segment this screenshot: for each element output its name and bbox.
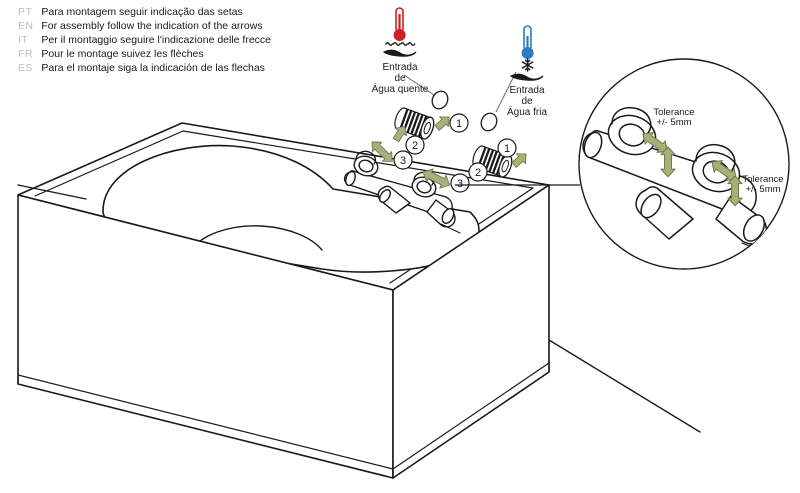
step-number: 1 [504, 143, 510, 155]
svg-text:Água quente: Água quente [372, 82, 429, 95]
cold-inlet-leader [495, 71, 517, 113]
gasket-seal-cold [480, 112, 498, 132]
language-code-pt: PT [18, 6, 33, 18]
svg-text:Tolerance: Tolerance [742, 174, 783, 185]
cold-inlet-label: Entrada de Água fria [507, 85, 547, 118]
thermometer-hot-icon [382, 7, 417, 57]
snowflake-icon [521, 58, 534, 72]
legend-text-it: Per il montaggio seguire l'indicazione d… [41, 34, 272, 46]
multilingual-instruction-legend: PT Para montagem seguir indicação das se… [18, 5, 271, 75]
legend-text-es: Para el montaje siga la indicación de la… [41, 62, 265, 74]
step-number: 2 [412, 140, 418, 152]
thermometer-cold-icon [509, 25, 544, 81]
legend-row-es: ES Para el montaje siga la indicación de… [18, 61, 271, 75]
step-number: 3 [400, 155, 406, 167]
hot-inlet-label: Entrada de Água quente [372, 62, 429, 95]
language-code-es: ES [18, 62, 33, 74]
legend-row-pt: PT Para montagem seguir indicação das se… [18, 5, 271, 19]
svg-text:Água fria: Água fria [507, 105, 547, 118]
gasket-seal-hot [431, 90, 449, 110]
legend-text-en: For assembly follow the indication of th… [41, 20, 263, 32]
step-callout-right-2: 2 [468, 162, 488, 182]
legend-row-fr: FR Pour le montage suivez les flèches [18, 47, 271, 61]
step-callout-left-3: 3 [393, 150, 413, 170]
svg-text:de: de [394, 73, 406, 84]
legend-text-fr: Pour le montage suivez les flèches [41, 48, 204, 60]
step-callout-left-2: 2 [405, 135, 425, 155]
legend-row-en: EN For assembly follow the indication of… [18, 19, 271, 33]
tolerance-label-lower: Tolerance +/- 5mm [742, 174, 783, 195]
tolerance-label-upper: Tolerance +/- 5mm [653, 107, 694, 128]
bath-mixer-main [343, 150, 461, 234]
svg-text:Entrada: Entrada [509, 85, 544, 96]
step-callouts: 1 2 3 1 2 3 [393, 113, 517, 193]
legend-text-pt: Para montagem seguir indicação das setas [41, 6, 243, 18]
step-number: 3 [457, 178, 463, 190]
language-code-it: IT [18, 34, 29, 46]
detail-circle-content [582, 106, 778, 259]
bathtub-illustration [17, 122, 701, 479]
step-number: 1 [456, 118, 462, 130]
svg-text:de: de [521, 96, 533, 107]
svg-text:+/- 5mm: +/- 5mm [656, 117, 691, 128]
svg-text:Tolerance: Tolerance [653, 107, 694, 118]
hot-inlet-leader [403, 74, 435, 96]
legend-row-it: IT Per il montaggio seguire l'indicazion… [18, 33, 271, 47]
svg-text:Entrada: Entrada [382, 62, 417, 73]
language-code-fr: FR [18, 48, 33, 60]
step-number: 2 [475, 167, 481, 179]
step-callout-right-1: 1 [497, 138, 517, 158]
language-code-en: EN [18, 20, 34, 32]
svg-text:+/- 5mm: +/- 5mm [745, 184, 780, 195]
legend-body: PT Para montagem seguir indicação das se… [18, 5, 271, 75]
step-callout-right-3: 3 [450, 173, 470, 193]
step-callout-left-1: 1 [449, 113, 469, 133]
